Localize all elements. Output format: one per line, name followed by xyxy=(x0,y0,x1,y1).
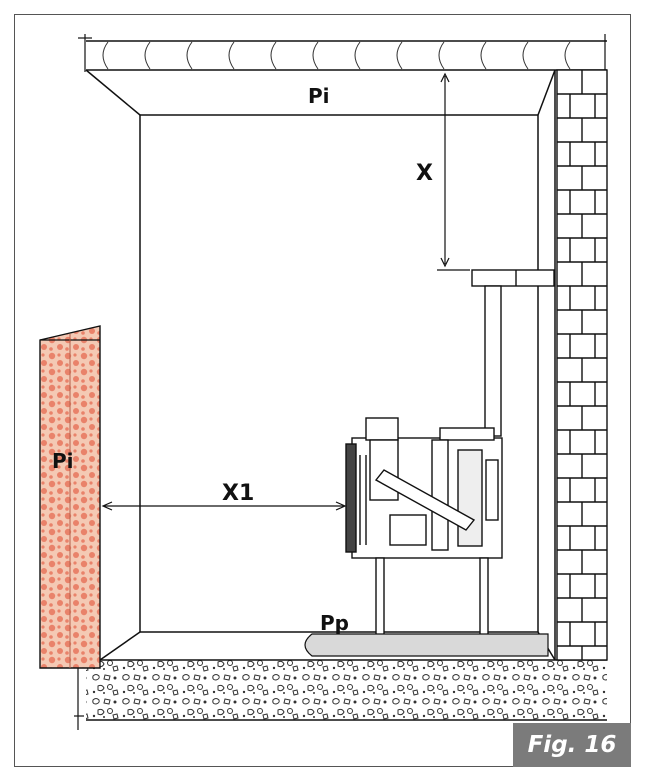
label-floor-plate: Pp xyxy=(320,611,349,635)
room-outline xyxy=(85,69,556,661)
floor-protection-plate xyxy=(304,633,549,657)
combustible-side-panel xyxy=(39,325,101,669)
label-ceiling: Pi xyxy=(308,84,330,108)
label-distance-x1: X1 xyxy=(222,481,254,506)
brick-wall xyxy=(556,69,608,661)
flue-pipe xyxy=(471,269,555,437)
label-side-wall: Pi xyxy=(52,449,74,473)
dimension-x xyxy=(437,72,470,271)
pellet-stove xyxy=(345,417,503,642)
label-distance-x: X xyxy=(416,161,433,186)
figure-caption: Fig. 16 xyxy=(513,723,631,767)
ceiling-slab xyxy=(78,34,607,72)
dimension-x1 xyxy=(101,501,347,511)
floor-slab xyxy=(74,658,607,730)
